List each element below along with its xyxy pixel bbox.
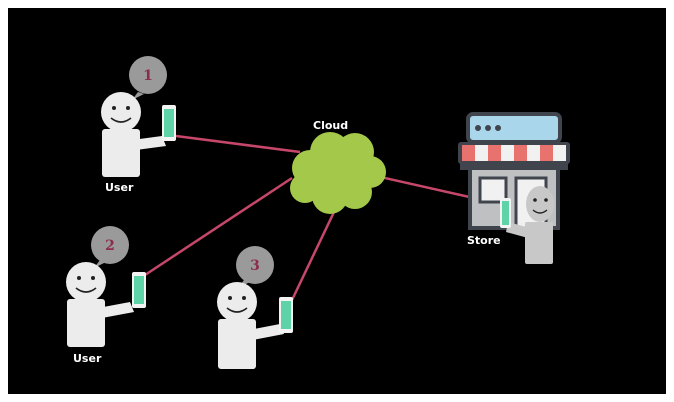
user-2-body bbox=[67, 299, 105, 347]
user-2-label: User bbox=[73, 352, 102, 365]
bubble-number-2: 2 bbox=[105, 238, 115, 254]
store-window bbox=[478, 176, 508, 204]
user-3-arm bbox=[249, 324, 284, 340]
user-2-arm bbox=[98, 302, 134, 318]
store-person-face-icon bbox=[526, 186, 554, 222]
cloud-icon bbox=[290, 132, 386, 214]
store-sign bbox=[466, 112, 562, 144]
bubble-number-3: 3 bbox=[250, 258, 260, 274]
user-2: 2 User bbox=[66, 226, 146, 365]
user-1: 1 User bbox=[101, 56, 176, 194]
store-label: Store bbox=[467, 234, 501, 247]
user-3-face-icon bbox=[217, 282, 257, 322]
connection-user1-cloud bbox=[175, 134, 301, 154]
store-person-arm bbox=[506, 222, 530, 238]
cloud-label: Cloud bbox=[313, 119, 348, 132]
connection-user2-cloud bbox=[144, 176, 293, 277]
user-1-face-icon bbox=[101, 92, 141, 132]
user-2-face-icon bbox=[66, 262, 106, 302]
bubble-number-1: 1 bbox=[143, 68, 153, 84]
connection-user3-cloud bbox=[290, 211, 336, 301]
user-3-body bbox=[218, 319, 256, 369]
user-1-label: User bbox=[105, 181, 134, 194]
store-person-body bbox=[525, 222, 553, 264]
user-1-body bbox=[102, 129, 140, 177]
store-person bbox=[500, 186, 554, 264]
store-icon bbox=[458, 112, 570, 230]
user-3: 3 bbox=[217, 246, 293, 369]
user-1-arm bbox=[132, 136, 166, 150]
